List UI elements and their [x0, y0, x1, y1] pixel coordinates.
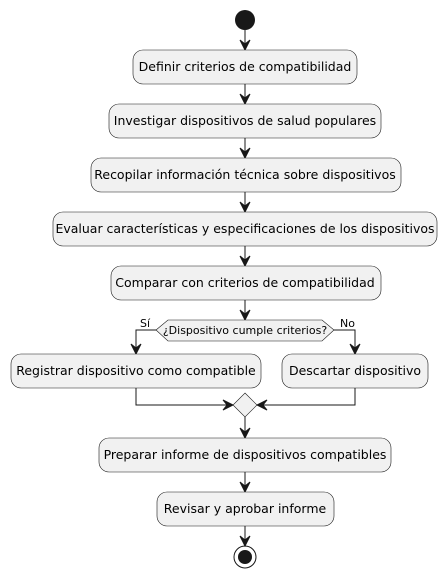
step-define-criteria: Definir criterios de compatibilidad	[132, 49, 358, 85]
yes-label: Sí	[140, 317, 151, 330]
step-label: Comparar con criterios de compatibilidad	[115, 275, 374, 290]
step-discard-device: Descartar dispositivo	[281, 353, 429, 389]
decision-node: ¿Dispositivo cumple criterios?	[155, 319, 335, 342]
step-review-report: Revisar y aprobar informe	[156, 491, 335, 527]
step-collect-info: Recopilar información técnica sobre disp…	[90, 157, 402, 193]
step-evaluate-specs: Evaluar características y especificacion…	[52, 211, 438, 247]
step-label: Descartar dispositivo	[289, 363, 421, 378]
no-label: No	[340, 317, 355, 330]
step-label: Evaluar características y especificacion…	[55, 221, 434, 236]
step-label: Definir criterios de compatibilidad	[139, 59, 352, 74]
step-research-devices: Investigar dispositivos de salud popular…	[108, 103, 382, 139]
start-node	[235, 10, 255, 30]
step-label: Registrar dispositivo como compatible	[16, 363, 256, 378]
step-prepare-report: Preparar informe de dispositivos compati…	[98, 437, 392, 473]
end-node	[233, 545, 257, 569]
decision-question: ¿Dispositivo cumple criterios?	[163, 324, 327, 337]
step-label: Revisar y aprobar informe	[164, 501, 327, 516]
step-label: Investigar dispositivos de salud popular…	[114, 113, 376, 128]
edges	[130, 30, 361, 548]
step-label: Preparar informe de dispositivos compati…	[104, 447, 387, 462]
step-label: Recopilar información técnica sobre disp…	[94, 167, 395, 182]
step-register-compatible: Registrar dispositivo como compatible	[10, 353, 262, 389]
branch-labels: Sí No	[140, 317, 355, 330]
step-compare-criteria: Comparar con criterios de compatibilidad	[110, 265, 382, 301]
merge-node	[232, 392, 258, 418]
